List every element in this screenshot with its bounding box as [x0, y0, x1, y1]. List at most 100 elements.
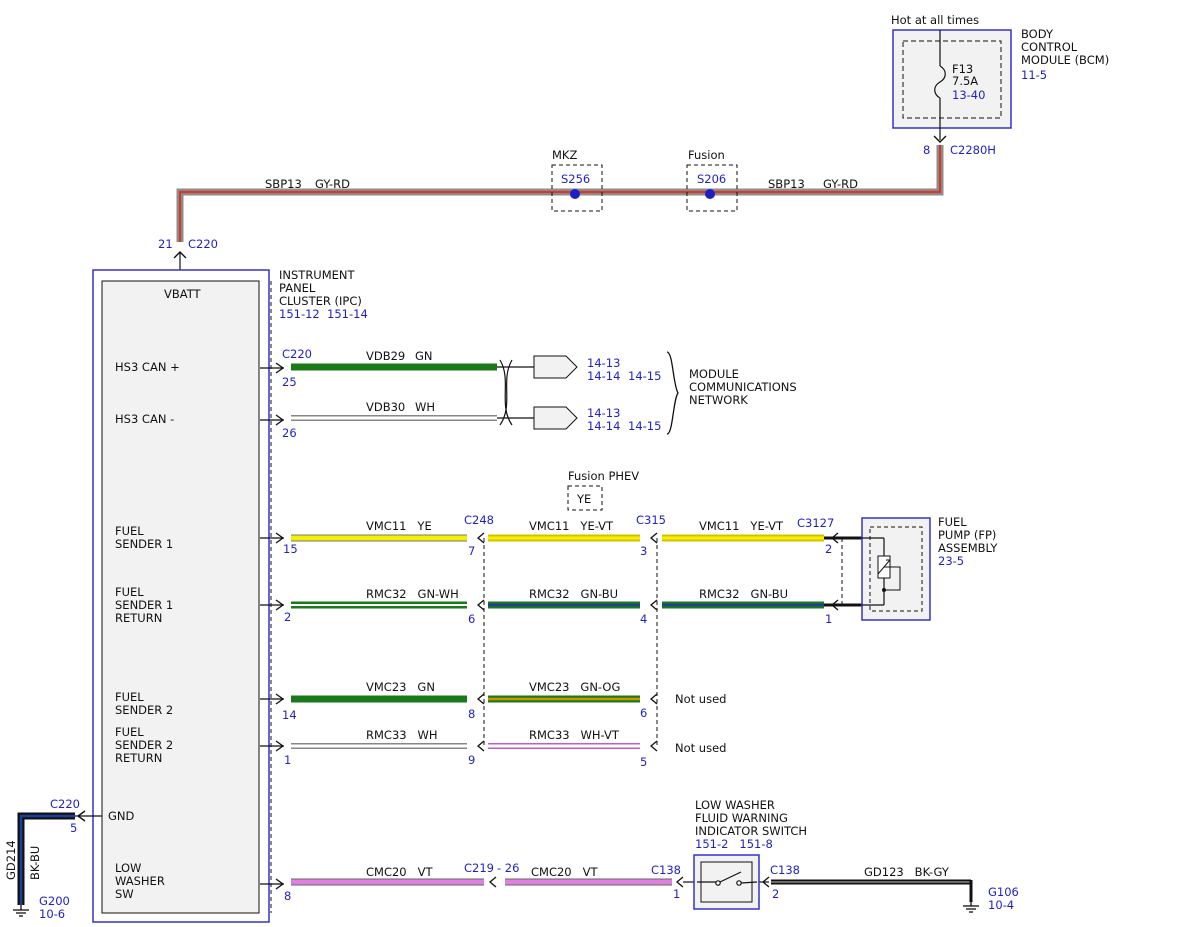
can-network: 25 26 VDB29 GN VDB30 WH 14-13 14-14 14-1… [282, 349, 797, 440]
gd214-circuit: GD214 [4, 840, 18, 880]
bcm-supply-label: Hot at all times [891, 13, 979, 27]
fuse-rating: 7.5A [952, 74, 978, 88]
sbp13-left-circuit: SBP13 [265, 177, 302, 191]
twisted-pair-icon [499, 359, 513, 426]
can-minus-ref-c[interactable]: 14-15 [628, 419, 661, 433]
rmc33-label-a: RMC33 WH [366, 728, 438, 742]
bcm-pin: 8 [923, 143, 930, 157]
ground-icon-g200 [13, 905, 29, 917]
pin-r2-c315: 5 [640, 755, 647, 769]
washer-switch-refs[interactable]: 151-2 151-8 [695, 837, 773, 851]
text-line: FUEL [115, 585, 144, 599]
ipc-refs[interactable]: 151-12 151-14 [279, 307, 368, 321]
text-line: MODULE (BCM) [1021, 53, 1109, 67]
vmc11-label-c: VMC11 YE-VT [699, 519, 784, 533]
text-line: SENDER 1 [115, 537, 173, 551]
connector-c219[interactable]: C219 [464, 861, 494, 875]
splice-s206-dot [705, 189, 715, 199]
fuse-icon [934, 65, 946, 99]
can-minus-ref-a[interactable]: 14-13 [587, 406, 620, 420]
can-plus-pin: 25 [282, 375, 297, 389]
text-line: CONTROL [1021, 40, 1078, 54]
can-plus-ref-b[interactable]: 14-14 [587, 369, 620, 383]
connector-c219-pin: - 26 [497, 861, 519, 875]
can-minus-ref-b[interactable]: 14-14 [587, 419, 620, 433]
connector-c138-right[interactable]: C138 [770, 863, 800, 877]
text-line: PANEL [279, 281, 316, 295]
pin-r2-ipc: 1 [284, 753, 291, 767]
g106-label[interactable]: G106 [988, 885, 1019, 899]
sbp13-right-circuit: SBP13 [768, 177, 805, 191]
connector-c138-left-pin: 1 [673, 887, 680, 901]
can-plus-offpage-connector[interactable] [533, 355, 578, 379]
can-minus-offpage-connector[interactable] [533, 406, 578, 430]
splice-s256-variant: MKZ [552, 148, 577, 162]
text-line: INSTRUMENT [279, 268, 356, 282]
sbp13-left-color: GY-RD [315, 177, 350, 191]
pin-r1-c248: 6 [468, 612, 475, 626]
ipc-pin-arrows [260, 362, 285, 890]
vmc11-label-b: VMC11 YE-VT [529, 519, 614, 533]
ipc-hs3-can-minus: HS3 CAN - [115, 412, 174, 426]
can-minus-pin: 26 [282, 426, 297, 440]
fp-ref[interactable]: 23-5 [938, 554, 964, 568]
fuse-ref[interactable]: 13-40 [952, 88, 985, 102]
can-minus-color: WH [415, 400, 435, 414]
text-line: FUEL [115, 725, 144, 739]
ipc-c220-connector[interactable]: C220 [282, 347, 312, 361]
ground-circuit: C220 5 GD214 BK-BU G200 10-6 [4, 797, 102, 921]
g106-ref[interactable]: 10-4 [988, 898, 1014, 912]
connector-c3127[interactable]: C3127 [797, 516, 834, 530]
connector-c248[interactable]: C248 [464, 513, 494, 527]
connector-c315[interactable]: C315 [636, 513, 666, 527]
can-minus-circuit: VDB30 [366, 400, 405, 414]
text-line: RETURN [115, 751, 162, 765]
connector-c138-left[interactable]: C138 [651, 863, 681, 877]
text-line: LOW WASHER [695, 798, 775, 812]
cmc20-label-b: CMC20 VT [531, 865, 598, 879]
splice-s206-label[interactable]: S206 [697, 172, 726, 186]
sbp13-right-color: GY-RD [823, 177, 858, 191]
not-used-vmc23: Not used [675, 692, 726, 706]
text-line: SW [115, 887, 134, 901]
splice-s256-dot [570, 189, 580, 199]
splice-s256-label[interactable]: S256 [561, 172, 590, 186]
bcm-ref[interactable]: 11-5 [1021, 68, 1047, 82]
bcm-connector[interactable]: C2280H [950, 143, 996, 157]
g200-label[interactable]: G200 [39, 894, 70, 908]
text-line: INDICATOR SWITCH [695, 824, 807, 838]
rmc32-label-c: RMC32 GN-BU [699, 587, 788, 601]
text-line: SENDER 2 [115, 703, 173, 717]
text-line: ASSEMBLY [938, 541, 998, 555]
gnd-connector[interactable]: C220 [50, 797, 80, 811]
g200-ref[interactable]: 10-6 [39, 907, 65, 921]
gd214-color: BK-BU [28, 846, 42, 880]
vbatt-connector[interactable]: C220 [188, 237, 218, 251]
ground-icon-g106 [963, 902, 979, 913]
can-plus-ref-c[interactable]: 14-15 [628, 369, 661, 383]
can-plus-color: GN [415, 349, 433, 363]
text-line: PUMP (FP) [938, 528, 996, 542]
ipc-hs3-can-plus: HS3 CAN + [115, 360, 180, 374]
gd123-label: GD123 BK-GY [864, 865, 950, 879]
rmc32-label-b: RMC32 GN-BU [529, 587, 618, 601]
can-plus-circuit: VDB29 [366, 349, 405, 363]
ipc-gnd: GND [108, 809, 135, 823]
rmc32-label-a: RMC32 GN-WH [366, 587, 459, 601]
cmc20-label-a: CMC20 VT [366, 865, 433, 879]
vbatt-arrow [173, 251, 187, 259]
washer-ipc-pin: 8 [284, 889, 291, 903]
network-brace [666, 351, 679, 435]
text-line: WASHER [115, 874, 165, 888]
text-line: BODY [1021, 27, 1054, 41]
pin-r1-c315: 4 [640, 612, 647, 626]
can-plus-ref-a[interactable]: 14-13 [587, 356, 620, 370]
